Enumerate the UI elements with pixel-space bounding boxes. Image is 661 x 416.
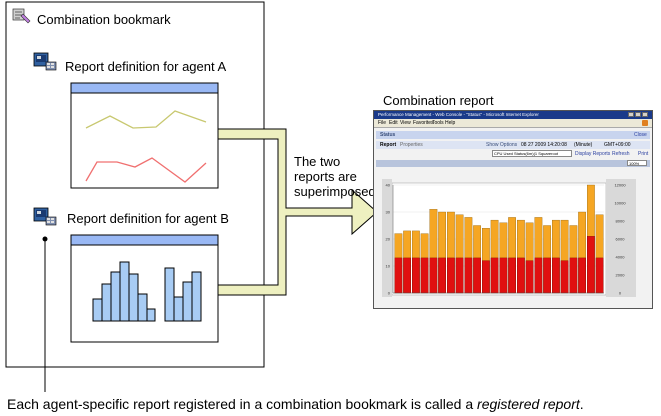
report-interval: (Minute)	[574, 142, 593, 148]
agent-b-icon	[33, 207, 57, 226]
ie-logo-icon	[642, 120, 648, 126]
minimize-button[interactable]	[628, 112, 634, 117]
report-a-lower-line	[85, 157, 207, 183]
report-timezone: GMT+09:00	[604, 142, 631, 148]
bar-base	[403, 257, 411, 294]
bar-base	[525, 260, 534, 294]
field-select-value: CPU Used Status(6m)(1 Squareroot	[494, 151, 559, 156]
bar-base	[517, 257, 525, 294]
agent-a-icon	[33, 52, 57, 71]
report-b-histogram	[92, 261, 202, 322]
caption: Each agent-specific report registered in…	[7, 396, 584, 412]
zoom-select[interactable]: 100%	[627, 160, 647, 166]
bar-base	[490, 257, 499, 294]
bar-base	[508, 257, 516, 294]
superimpose-arrow	[217, 128, 378, 296]
bar-base	[595, 257, 604, 294]
left-tick-label: 0	[388, 291, 391, 296]
menu-tools[interactable]: Tools	[432, 120, 444, 126]
tab-report[interactable]: Report	[380, 142, 397, 148]
bar-base	[473, 257, 481, 294]
right-tick-label: 4000	[616, 255, 626, 260]
bar-base	[578, 257, 586, 294]
bar-base	[438, 257, 446, 294]
tab-properties[interactable]: Properties	[400, 142, 423, 148]
bar-base	[429, 257, 438, 294]
status-label: Status	[380, 132, 396, 138]
bar-base	[560, 260, 569, 294]
chart-left-band	[382, 179, 392, 297]
report-browser-window: Performance Management - Web Console - "…	[373, 110, 653, 309]
bar-base	[569, 257, 578, 294]
bar-base	[464, 257, 473, 294]
report-a-window	[70, 82, 219, 189]
menu-favorites[interactable]: Favorites	[413, 120, 434, 126]
agent-b-label: Report definition for agent B	[67, 211, 229, 226]
zoom-value: 100%	[629, 161, 640, 166]
right-tick-label: 2000	[616, 273, 626, 278]
controls-row: CPU Used Status(6m)(1 Squareroot Display…	[376, 150, 650, 158]
menu-help[interactable]: Help	[445, 120, 456, 126]
right-tick-label: 6000	[616, 237, 626, 242]
maximize-button[interactable]	[635, 112, 641, 117]
report-b-header	[70, 234, 219, 246]
right-tick-label: 10000	[614, 201, 626, 206]
caption-period: .	[579, 396, 584, 412]
caption-term: registered report	[477, 396, 580, 412]
bar-base	[482, 260, 490, 294]
bar-base	[394, 257, 403, 294]
bar-base	[543, 257, 551, 294]
left-tick-label: 40	[386, 183, 391, 188]
bar-base	[499, 257, 508, 294]
right-tick-label: 0	[619, 291, 622, 296]
browser-titlebar: Performance Management - Web Console - "…	[374, 111, 652, 119]
caption-text: Each agent-specific report registered in…	[7, 396, 478, 412]
bar-base	[412, 257, 420, 294]
left-tick-label: 30	[386, 210, 391, 215]
menu-view[interactable]: View	[400, 120, 411, 126]
superimposed-line1: The two	[294, 154, 341, 169]
report-a-upper-line	[85, 110, 207, 129]
left-tick-label: 10	[386, 264, 391, 269]
chart-right-band	[606, 179, 636, 297]
superimposed-line2: reports are	[294, 169, 357, 184]
bar-base	[534, 257, 543, 294]
close-link[interactable]: Close	[634, 132, 647, 138]
bookmark-folder-icon	[12, 8, 31, 24]
graph-toolbar	[376, 160, 650, 167]
menu-edit[interactable]: Edit	[389, 120, 398, 126]
agent-b-pointer-dot	[42, 236, 48, 242]
field-select[interactable]: CPU Used Status(6m)(1 Squareroot	[492, 150, 572, 157]
bookmark-title: Combination bookmark	[37, 12, 171, 27]
status-header: Status Close	[376, 131, 650, 139]
bar-base	[455, 257, 464, 294]
report-timestamp: 08 27 2009 14:20:08	[521, 142, 567, 148]
print-link[interactable]: Print	[638, 151, 649, 157]
display-reports-link[interactable]: Display Reports	[575, 151, 611, 157]
agent-a-label: Report definition for agent A	[65, 59, 227, 74]
bar-base	[420, 257, 429, 294]
tab-row: Report Properties Show Options 08 27 200…	[376, 141, 650, 149]
bar-base	[587, 236, 595, 294]
window-close-button[interactable]	[642, 112, 648, 117]
bar-base	[447, 257, 455, 294]
browser-title-text: Performance Management - Web Console - "…	[378, 112, 539, 117]
menu-file[interactable]: File	[378, 120, 387, 126]
refresh-link[interactable]: Refresh	[612, 151, 630, 157]
combination-report-title: Combination report	[383, 93, 494, 108]
report-a-header	[70, 82, 219, 94]
left-tick-label: 20	[386, 237, 391, 242]
report-b-window	[70, 234, 219, 343]
combination-report-chart: 40 30 20 10 0 12000 10000 8000 6000 4000 2000 0	[382, 179, 636, 297]
bar-base	[552, 257, 560, 294]
right-tick-label: 12000	[614, 183, 626, 188]
right-tick-label: 8000	[616, 219, 626, 224]
show-options-button[interactable]: Show Options	[486, 142, 518, 148]
browser-menubar: File Edit View Favorites Tools Help	[374, 119, 652, 128]
superimposed-line3: superimposed	[294, 184, 376, 199]
